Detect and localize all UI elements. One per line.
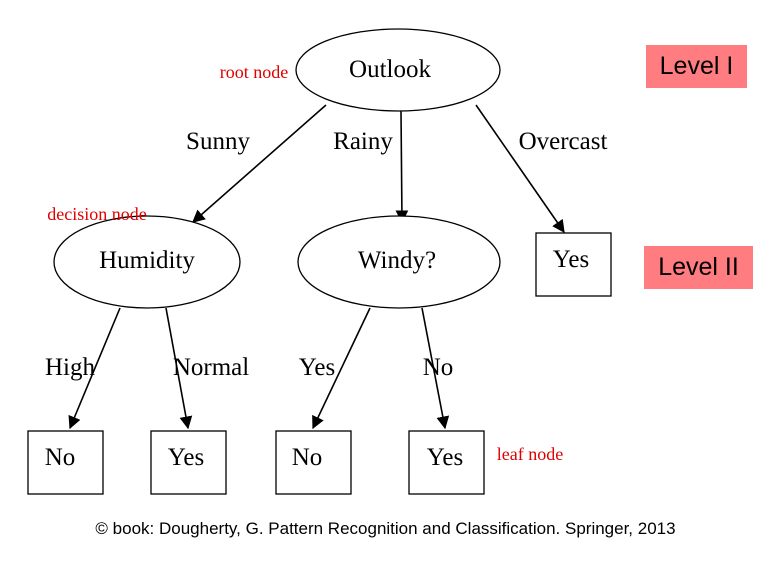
level-2-label: Level II [658,253,739,281]
level-1-badge: Level I [646,45,747,88]
edge-windy-no [421,307,450,430]
leaf-high-label: No [45,444,76,471]
citation-credit: © book: Dougherty, G. Pattern Recognitio… [95,519,676,538]
leaf-overcast-box [535,232,612,297]
edge-label-normal: Normal [173,354,249,381]
edge-label-high: High [45,354,96,381]
annotation-root-node: root node [220,62,288,82]
edge-label-no: No [423,354,454,381]
leaf-overcast-label: Yes [553,246,589,273]
edge-overcast [475,104,565,234]
edge-label-sunny: Sunny [186,128,250,155]
leaf-windy-no-label: Yes [427,444,463,471]
leaf-windy-yes-box [275,430,352,495]
leaf-normal-label: Yes [168,444,204,471]
node-humidity-shape [53,215,241,309]
leaf-high-box [27,430,104,495]
leaf-windy-yes-label: No [292,444,323,471]
level-1-label: Level I [659,52,734,80]
node-outlook-shape [295,28,501,112]
node-humidity-label: Humidity [99,247,195,274]
leaf-windy-no-box [408,430,485,495]
edge-label-rainy: Rainy [333,128,393,155]
annotation-leaf-node: leaf node [497,444,563,464]
annotation-decision-node: decision node [47,204,146,224]
node-outlook-label: Outlook [349,56,431,83]
node-windy-label: Windy? [358,247,436,274]
edge-high [68,307,121,430]
edge-label-overcast: Overcast [519,128,608,155]
edge-windy-yes [312,307,371,430]
level-2-badge: Level II [644,246,753,289]
leaf-normal-box [150,430,227,495]
edge-normal [165,307,193,430]
edge-label-yes: Yes [299,354,335,381]
edge-sunny [192,104,327,223]
node-windy-shape [297,215,501,309]
edge-rainy [395,110,409,224]
